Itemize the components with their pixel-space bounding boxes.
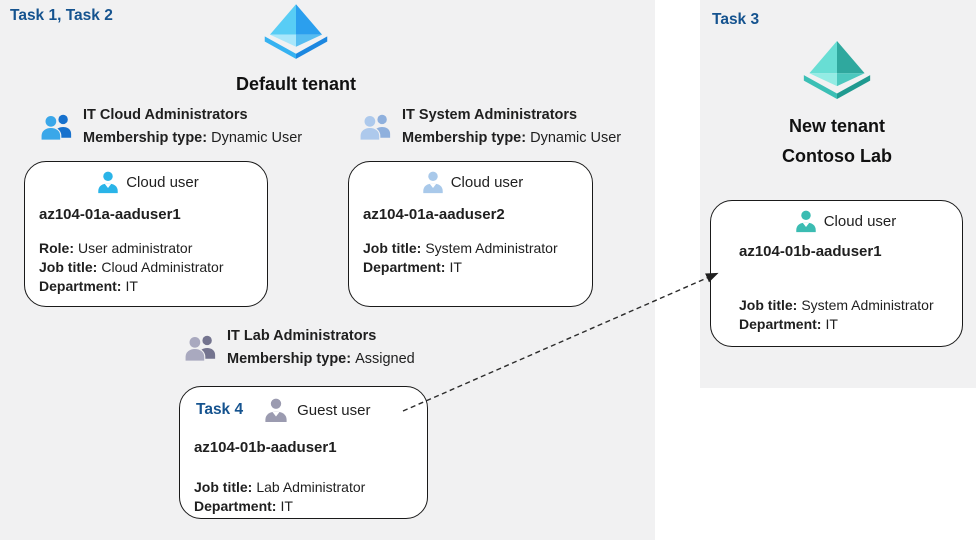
user-name: az104-01a-aaduser1 <box>39 206 181 223</box>
azure-ad-tenant-icon-teal <box>803 41 871 100</box>
membership-label: Membership type: <box>402 130 527 146</box>
field-job-title: Job title:System Administrator <box>363 239 582 258</box>
new-tenant-block: New tenant Contoso Lab <box>767 40 907 169</box>
field-role: Role:User administrator <box>39 239 257 258</box>
group-icon-pale-blue <box>360 114 391 141</box>
azure-ad-tenant-icon-blue <box>264 4 328 59</box>
field-value: IT <box>125 278 138 294</box>
field-department: Department:IT <box>194 497 417 516</box>
field-label: Department: <box>739 316 822 332</box>
user-type-label: Guest user <box>297 401 371 419</box>
user-type-label: Cloud user <box>450 173 524 191</box>
user-type-label: Cloud user <box>823 212 897 230</box>
task-label-3: Task 3 <box>712 11 760 28</box>
field-value: Lab Administrator <box>256 479 366 495</box>
group-icon-blue <box>41 114 72 141</box>
user-card-az104-01b-aaduser1-new-tenant: Cloud user az104-01b-aaduser1 Job title:… <box>710 200 963 347</box>
user-fields: Job title:System Administrator Departmen… <box>363 239 582 277</box>
membership-label: Membership type: <box>227 351 352 367</box>
cloud-user-icon-pale-blue <box>422 171 443 193</box>
user-name: az104-01b-aaduser1 <box>194 439 337 456</box>
cloud-user-icon-teal <box>795 210 816 232</box>
user-name: az104-01b-aaduser1 <box>739 243 882 260</box>
group-it-lab-administrators: IT Lab Administrators Membership type:As… <box>185 326 415 369</box>
membership-value: Assigned <box>355 351 415 367</box>
group-name: IT System Administrators <box>402 107 578 123</box>
field-label: Job title: <box>363 240 422 256</box>
default-tenant-block: Default tenant <box>226 3 366 97</box>
guest-user-card-az104-01b-aaduser1: Task 4 Guest user az104-01b-aaduser1 Job… <box>179 386 428 519</box>
group-name: IT Cloud Administrators <box>83 107 248 123</box>
card-header: Cloud user <box>363 168 582 196</box>
new-tenant-name-line2: Contoso Lab <box>782 146 892 166</box>
field-value: System Administrator <box>425 240 558 256</box>
group-membership: Membership type:Dynamic User <box>402 128 621 148</box>
field-job-title: Job title:Lab Administrator <box>194 478 417 497</box>
field-value: System Administrator <box>801 297 934 313</box>
field-value: User administrator <box>78 240 193 256</box>
card-header: Task 4 Guest user <box>194 395 417 425</box>
guest-user-icon-gray <box>265 398 287 422</box>
field-value: IT <box>280 498 293 514</box>
field-department: Department:IT <box>39 277 257 296</box>
group-text: IT Cloud Administrators Membership type:… <box>83 105 302 148</box>
field-label: Job title: <box>194 479 253 495</box>
membership-value: Dynamic User <box>211 130 303 146</box>
group-name: IT Lab Administrators <box>227 328 377 344</box>
field-department: Department:IT <box>739 315 952 334</box>
card-header: Cloud user <box>39 168 257 196</box>
field-label: Department: <box>363 259 446 275</box>
group-text: IT Lab Administrators Membership type:As… <box>227 326 415 369</box>
group-it-cloud-administrators: IT Cloud Administrators Membership type:… <box>41 105 302 148</box>
user-fields: Job title:Lab Administrator Department:I… <box>194 478 417 516</box>
field-job-title: Job title:System Administrator <box>739 296 952 315</box>
task-label-4: Task 4 <box>196 401 244 418</box>
user-card-az104-01a-aaduser2: Cloud user az104-01a-aaduser2 Job title:… <box>348 161 593 307</box>
user-name: az104-01a-aaduser2 <box>363 206 505 223</box>
user-fields: Role:User administrator Job title:Cloud … <box>39 239 257 296</box>
field-label: Department: <box>39 278 122 294</box>
field-label: Department: <box>194 498 277 514</box>
group-text: IT System Administrators Membership type… <box>402 105 621 148</box>
default-tenant-name: Default tenant <box>235 74 356 94</box>
field-value: IT <box>449 259 462 275</box>
field-value: IT <box>825 316 838 332</box>
new-tenant-name-line1: New tenant <box>788 116 885 136</box>
field-department: Department:IT <box>363 258 582 277</box>
field-label: Role: <box>39 240 74 256</box>
membership-label: Membership type: <box>83 130 208 146</box>
membership-value: Dynamic User <box>530 130 622 146</box>
group-membership: Membership type:Assigned <box>227 349 415 369</box>
field-label: Job title: <box>739 297 798 313</box>
field-label: Job title: <box>39 259 98 275</box>
group-icon-gray <box>185 335 216 362</box>
cloud-user-icon-blue <box>98 171 118 193</box>
user-card-az104-01a-aaduser1: Cloud user az104-01a-aaduser1 Role:User … <box>24 161 268 307</box>
task-label-1-2: Task 1, Task 2 <box>10 7 113 24</box>
user-type-label: Cloud user <box>126 173 199 191</box>
user-fields: Job title:System Administrator Departmen… <box>739 296 952 334</box>
group-it-system-administrators: IT System Administrators Membership type… <box>360 105 621 148</box>
group-membership: Membership type:Dynamic User <box>83 128 302 148</box>
field-value: Cloud Administrator <box>101 259 224 275</box>
card-header: Cloud user <box>739 207 952 235</box>
field-job-title: Job title:Cloud Administrator <box>39 258 257 277</box>
